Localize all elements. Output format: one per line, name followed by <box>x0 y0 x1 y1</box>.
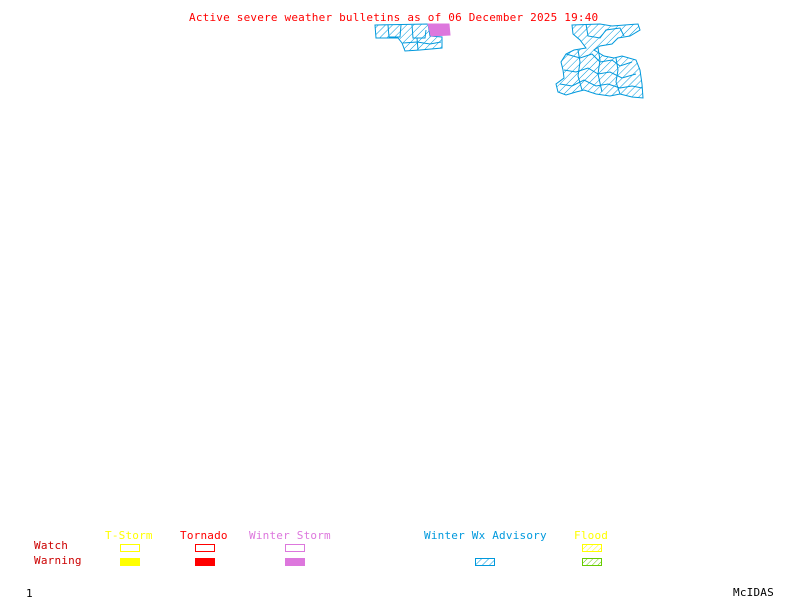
winter-wx-advisory-swatch <box>475 558 495 566</box>
tornado-warning-swatch <box>195 558 215 566</box>
tornado-watch-swatch <box>195 544 215 552</box>
advisory-area-north-central <box>374 23 443 52</box>
tstorm-watch-swatch <box>120 544 140 552</box>
legend-header-tornado: Tornado <box>180 529 228 542</box>
winter-storm-warning-area <box>427 23 451 37</box>
legend-row-warning: Warning <box>34 554 82 567</box>
winter-storm-warning-swatch <box>285 558 305 566</box>
bulletin-title: Active severe weather bulletins as of 06… <box>189 11 599 24</box>
legend-header-flood: Flood <box>574 529 609 542</box>
flood-watch-swatch <box>582 544 602 552</box>
legend-header-winter-wx-advisory: Winter Wx Advisory <box>424 529 547 542</box>
flood-warning-swatch <box>582 558 602 566</box>
legend-header-tstorm: T-Storm <box>105 529 153 542</box>
tstorm-warning-swatch <box>120 558 140 566</box>
advisory-area-northeast <box>555 23 644 99</box>
mcidas-label: McIDAS <box>733 586 774 599</box>
legend-header-winter-storm: Winter Storm <box>249 529 331 542</box>
frame-number: 1 <box>26 587 33 600</box>
winter-storm-watch-swatch <box>285 544 305 552</box>
legend-row-watch: Watch <box>34 539 69 552</box>
